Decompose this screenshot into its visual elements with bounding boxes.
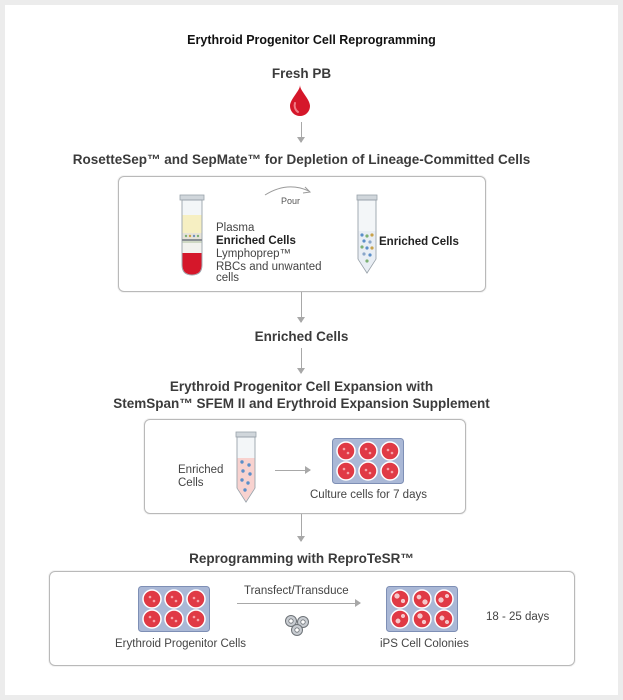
enriched-tube-icon [356, 194, 378, 274]
progenitor-caption: Erythroid Progenitor Cells [115, 638, 247, 650]
ips-caption: iPS Cell Colonies [380, 638, 469, 650]
vector-particles-icon [285, 615, 309, 636]
step1-panel [118, 176, 486, 292]
enriched-cells-layer-label: Enriched Cells [216, 235, 296, 247]
transfect-label: Transfect/Transduce [244, 585, 349, 597]
rbcs-label-line2: cells [216, 272, 240, 284]
arrow-transfect [237, 599, 361, 607]
culture-caption: Culture cells for 7 days [310, 489, 427, 501]
ips-colonies-plate-icon [386, 586, 458, 632]
plasma-label: Plasma [216, 222, 255, 234]
diagram-canvas: Erythroid Progenitor Cell Reprogramming … [5, 5, 618, 695]
rbcs-label-line1: RBCs and unwanted [216, 261, 322, 273]
duration-label: 18 - 25 days [486, 611, 550, 623]
arrow-enriched-to-step2 [297, 348, 305, 374]
progenitor-plate-icon [138, 586, 210, 632]
arrow-tube-to-plate [275, 466, 311, 474]
arrow-step2-to-step3 [297, 514, 305, 542]
culture-plate-icon [332, 438, 404, 484]
pour-arrow-icon [264, 186, 312, 196]
enriched-cells-result-label: Enriched Cells [379, 236, 459, 248]
enriched-input-line2: Cells [178, 477, 204, 489]
step2-title-line2: StemSpan™ SFEM II and Erythroid Expansio… [113, 396, 490, 411]
enriched-input-line1: Enriched [178, 464, 224, 476]
arrow-step1-to-enriched [297, 292, 305, 323]
lymphoprep-label: Lymphoprep™ [216, 248, 292, 260]
fresh-pb-label: Fresh PB [271, 66, 332, 81]
pour-label: Pour [281, 196, 301, 206]
step1-title: RosetteSep™ and SepMate™ for Depletion o… [72, 152, 531, 167]
expansion-tube-icon [235, 431, 257, 503]
blood-drop-icon [290, 85, 310, 116]
diagram-title: Erythroid Progenitor Cell Reprogramming [187, 33, 436, 47]
enriched-cells-step-label: Enriched Cells [254, 329, 349, 344]
sepmate-tube-icon [179, 194, 205, 276]
step2-title-line1: Erythroid Progenitor Cell Expansion with [169, 379, 434, 394]
step3-panel [49, 571, 575, 666]
step3-title: Reprogramming with ReproTeSR™ [189, 551, 414, 566]
arrow-pb-to-step1 [297, 122, 305, 143]
